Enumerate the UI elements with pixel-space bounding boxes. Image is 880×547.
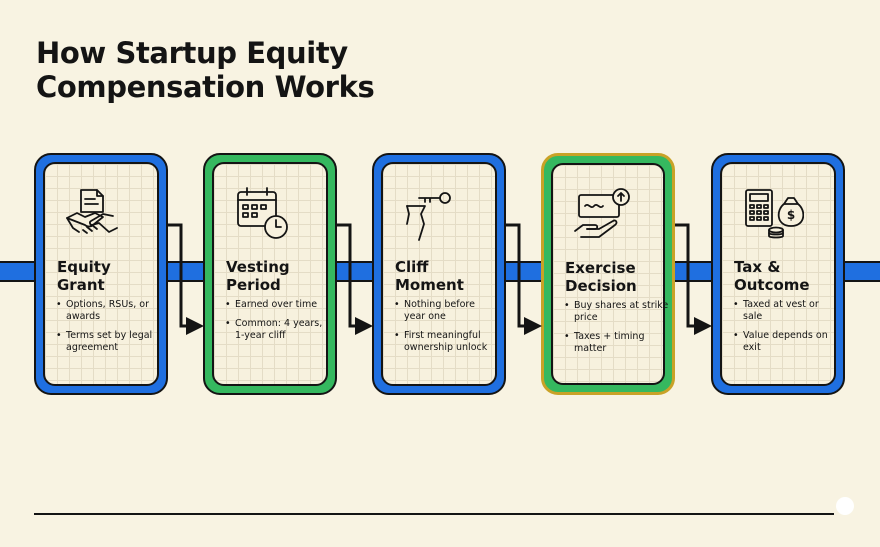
handshake-contract-icon [66,189,118,234]
step-card-equity-grant: Equity Grant Options, RSUs, or awards Te… [34,153,168,395]
page-title: How Startup Equity Compensation Works [36,36,375,104]
bullet-item: Buy shares at strike price [564,300,669,324]
step-card-inner: $ Tax & Outcome Taxed at vest or sale Va… [720,162,836,386]
step-bullets: Earned over time Common: 4 years, 1-year… [225,299,330,349]
step-title: Cliff Moment [395,258,464,294]
step-bullets: Nothing before year one First meaningful… [394,299,499,361]
bullet-item: First meaningful ownership unlock [394,330,499,354]
step-card-tax-outcome: $ Tax & Outcome Taxed at vest or sale Va… [711,153,845,395]
step-card-cliff-moment: Cliff Moment Nothing before year one Fir… [372,153,506,395]
title-line-2: Compensation Works [36,70,375,104]
bullet-item: Common: 4 years, 1-year cliff [225,318,330,342]
step-bullets: Taxed at vest or sale Value depends on e… [733,299,838,361]
bullet-item: Earned over time [225,299,330,311]
step-title: Equity Grant [57,258,111,294]
bullet-item: Value depends on exit [733,330,838,354]
bullet-item: Terms set by legal agreement [56,330,161,354]
step-card-inner: Exercise Decision Buy shares at strike p… [551,163,668,385]
step-title: Exercise Decision [565,259,637,295]
footer-divider [34,513,834,515]
bullet-item: Taxes + timing matter [564,331,669,355]
corner-dot [836,497,854,515]
step-title: Tax & Outcome [734,258,810,294]
cliff-key-icon [406,192,451,241]
title-line-1: How Startup Equity [36,36,348,70]
step-card-vesting-period: Vesting Period Earned over time Common: … [203,153,337,395]
step-card-inner: Cliff Moment Nothing before year one Fir… [381,162,497,386]
bullet-item: Options, RSUs, or awards [56,299,161,323]
step-bullets: Options, RSUs, or awards Terms set by le… [56,299,161,361]
calendar-clock-icon [237,187,288,239]
step-card-exercise-decision: Exercise Decision Buy shares at strike p… [541,153,675,395]
certificate-hand-icon [574,188,630,238]
bullet-item: Taxed at vest or sale [733,299,838,323]
bullet-item: Nothing before year one [394,299,499,323]
svg-text:$: $ [787,208,795,222]
step-bullets: Buy shares at strike price Taxes + timin… [564,300,669,362]
step-title: Vesting Period [226,258,290,294]
step-card-inner: Equity Grant Options, RSUs, or awards Te… [43,162,159,386]
calculator-moneybag-icon: $ [745,189,804,239]
step-card-inner: Vesting Period Earned over time Common: … [212,162,328,386]
